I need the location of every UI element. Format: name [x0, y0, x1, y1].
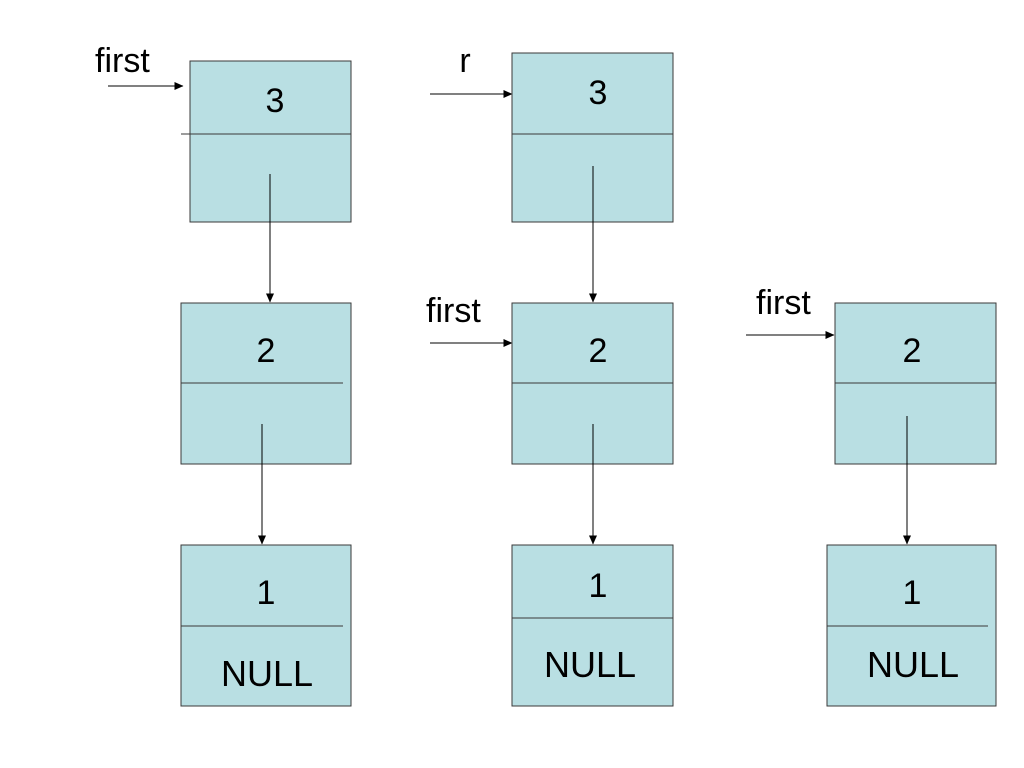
- node-value: 2: [257, 332, 276, 370]
- pointer-label-first: first: [756, 284, 811, 322]
- list-b: r 3 first 2 1 NULL: [426, 42, 674, 707]
- list-node: 1 NULL: [826, 544, 997, 707]
- pointer-label-r: r: [459, 42, 470, 80]
- list-node: 1 NULL: [180, 544, 352, 707]
- list-a: first 3 2 1 NULL: [95, 42, 352, 707]
- pointer-label-first: first: [426, 292, 481, 330]
- pointer-label-first: first: [95, 42, 150, 80]
- node-value: 2: [589, 332, 608, 370]
- null-label: NULL: [867, 644, 959, 685]
- node-value: 2: [903, 332, 922, 370]
- node-value: 1: [589, 567, 608, 605]
- list-node: 2: [834, 302, 997, 465]
- node-value: 3: [266, 82, 285, 120]
- node-value: 1: [903, 574, 922, 612]
- list-node: 2: [180, 302, 352, 465]
- list-node: 3: [181, 60, 352, 223]
- node-box: [511, 544, 674, 707]
- list-c: first 2 1 NULL: [746, 284, 997, 707]
- list-node: 1 NULL: [511, 544, 674, 707]
- null-label: NULL: [544, 644, 636, 685]
- null-label: NULL: [221, 653, 313, 694]
- node-value: 3: [589, 74, 608, 112]
- node-value: 1: [257, 574, 276, 612]
